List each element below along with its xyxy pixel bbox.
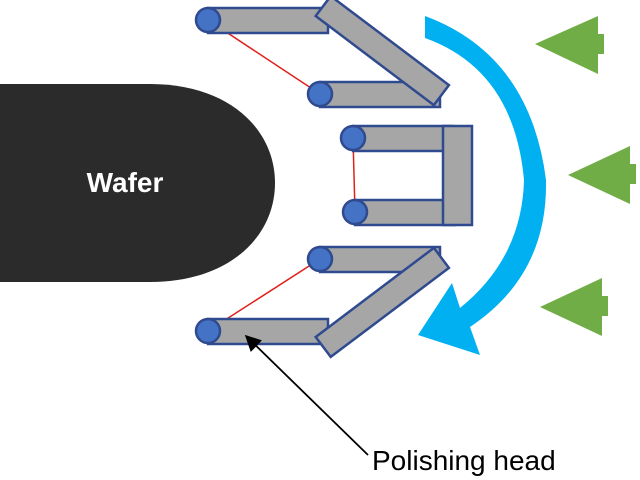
link-bar (441, 124, 474, 227)
joint-circle (306, 245, 334, 273)
wafer: Wafer (0, 84, 275, 282)
link-bar (351, 124, 455, 153)
rotation-arrow-body (418, 16, 547, 355)
wafer-body (0, 84, 275, 282)
joint-circle (341, 198, 369, 226)
curved-rotation-arrow-icon (418, 16, 547, 355)
link-bar (313, 246, 451, 359)
link-bar (206, 317, 330, 346)
callout: Polishing head (244, 334, 556, 476)
joint-circle (194, 317, 222, 345)
link-bar (206, 6, 330, 35)
joint-circle (194, 6, 222, 34)
joint-circle (339, 124, 367, 152)
linkage-arm-top (194, 0, 451, 109)
link-bar (353, 198, 457, 227)
flow-arrows (535, 16, 636, 336)
flow-arrow-triangle-icon (540, 278, 608, 336)
flow-arrow-triangle-icon (535, 16, 604, 74)
callout-label: Polishing head (372, 445, 556, 476)
linkage-arm-bottom (194, 245, 451, 359)
callout-leader-line (244, 334, 369, 456)
wafer-label: Wafer (87, 167, 164, 198)
linkage-arm-middle (339, 124, 474, 227)
joint-circle (306, 80, 334, 108)
flow-arrow-triangle-icon (568, 146, 636, 204)
link-bar (313, 0, 451, 107)
